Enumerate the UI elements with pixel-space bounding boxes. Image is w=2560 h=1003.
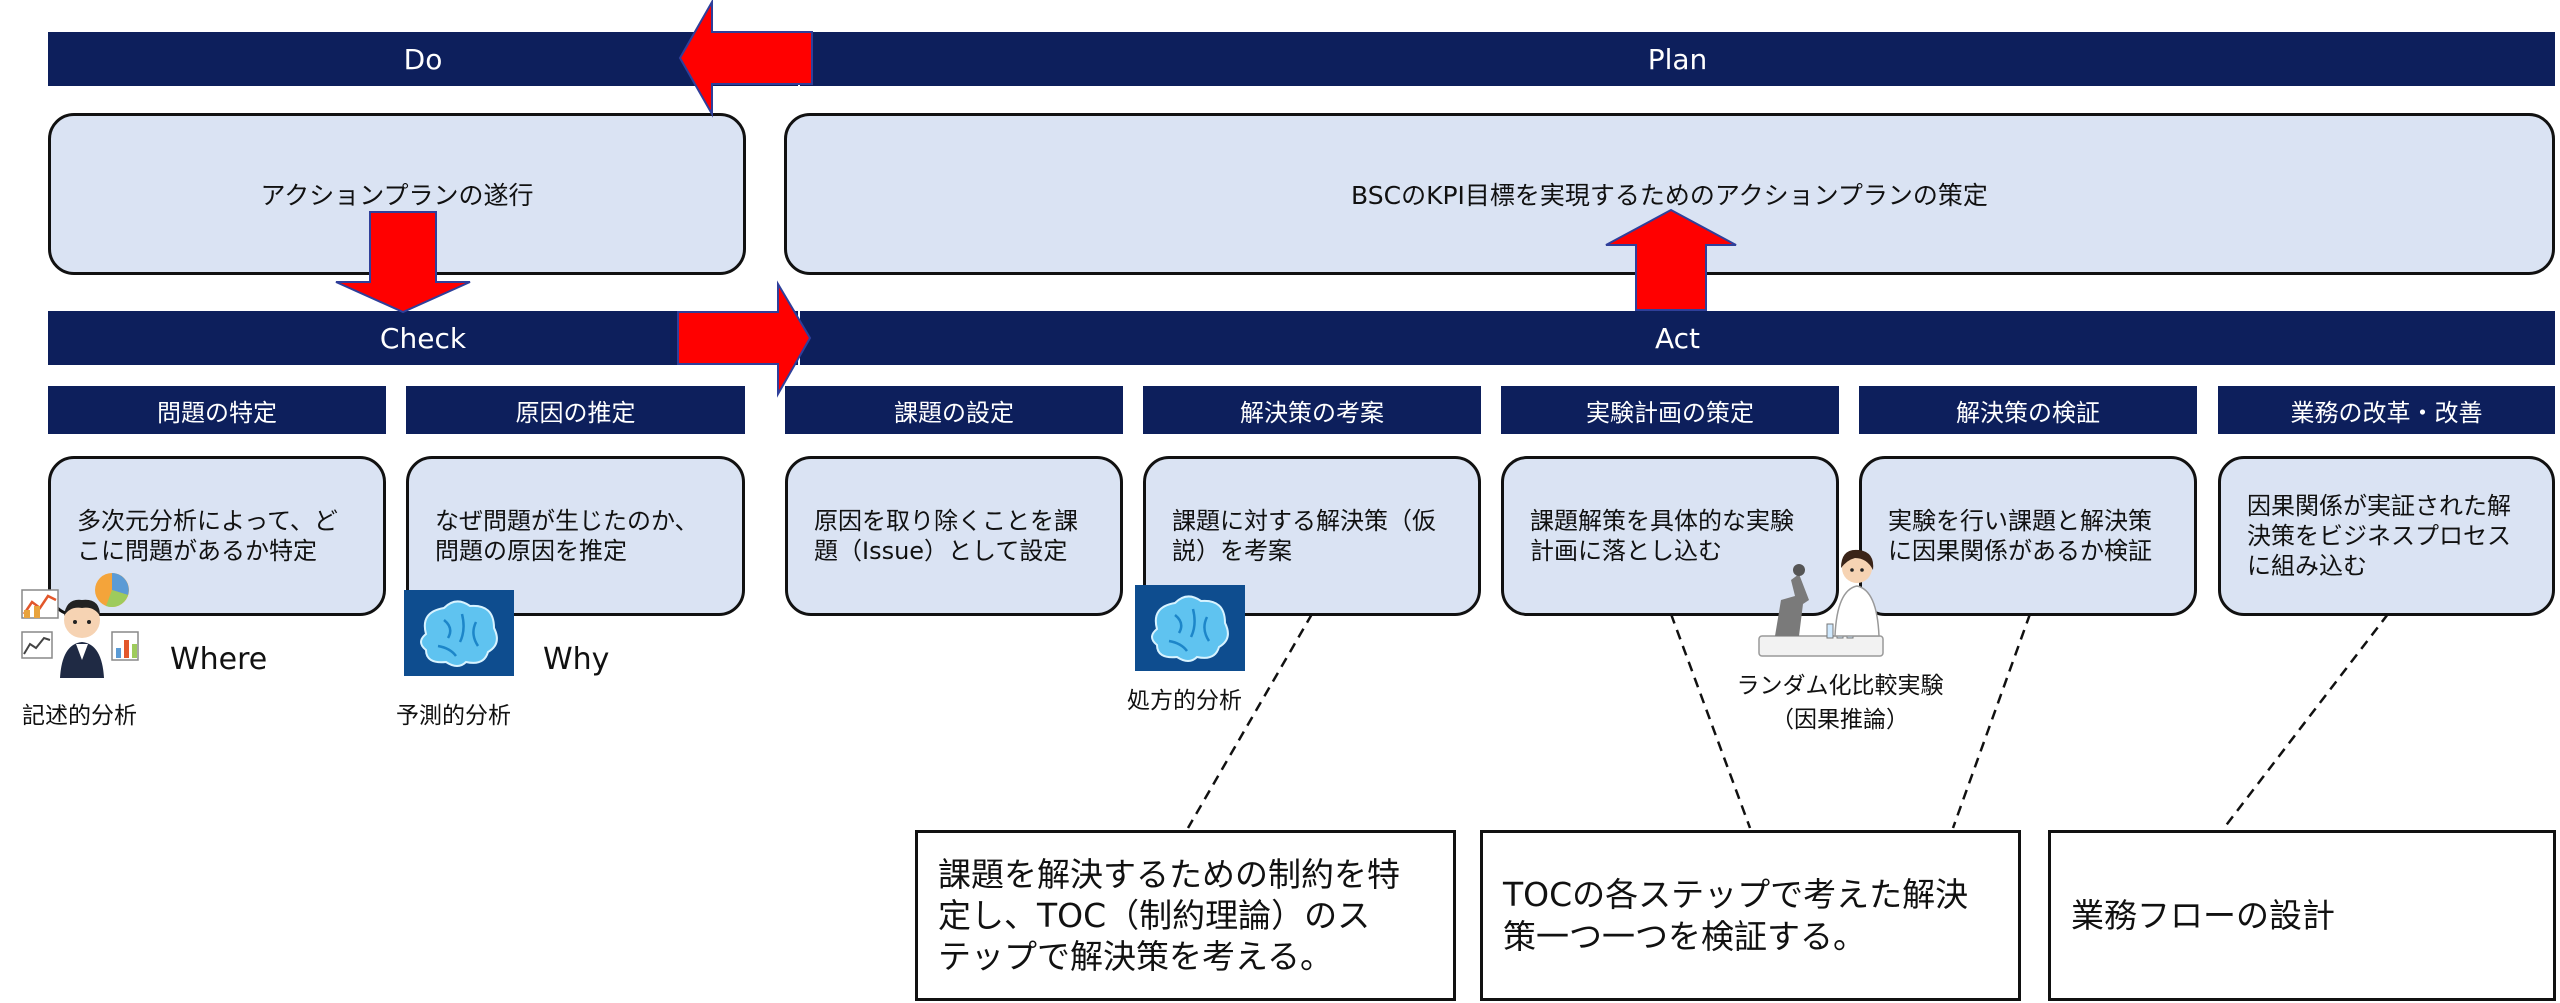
- rct-label: ランダム化比較実験 （因果推論）: [1736, 673, 1944, 733]
- brain-icon: [404, 590, 514, 676]
- plan-label: Plan: [1647, 42, 1708, 76]
- act-bar: Act: [800, 311, 2555, 365]
- callout-toc: 課題を解決するための制約を特 定し、TOC（制約理論）のス テップで解決策を考え…: [915, 830, 1456, 1001]
- connector-line: [1669, 613, 1752, 829]
- step-title: 実験計画の策定: [1586, 398, 1754, 427]
- callout-text: TOCの各ステップで考えた解決 策一つ一つを検証する。: [1503, 875, 1969, 956]
- where-label: Where: [170, 642, 268, 677]
- step-title: 課題の設定: [894, 398, 1014, 427]
- step-box-1: 多次元分析によって、ど こに問題があるか特定: [48, 456, 386, 616]
- step-desc: 実験を行い課題と解決策 に因果関係があるか検証: [1888, 507, 2152, 565]
- step-box-3: 原因を取り除くことを課 題（Issue）として設定: [785, 456, 1123, 616]
- arrow-do-to-check: [335, 211, 471, 314]
- step-box-6: 実験を行い課題と解決策 に因果関係があるか検証: [1859, 456, 2197, 616]
- step-header-6: 解決策の検証: [1859, 386, 2197, 434]
- step-box-2: なぜ問題が生じたのか、 問題の原因を推定: [406, 456, 745, 616]
- step-title: 解決策の考案: [1240, 398, 1384, 427]
- check-label: Check: [379, 321, 467, 355]
- step-desc: 多次元分析によって、ど こに問題があるか特定: [77, 507, 338, 565]
- step-title: 業務の改革・改善: [2290, 398, 2483, 427]
- step-desc: 因果関係が実証された解 決策をビジネスプロセス に組み込む: [2247, 492, 2511, 580]
- step-box-5: 課題解策を具体的な実験 計画に落とし込む: [1501, 456, 1839, 616]
- step-header-1: 問題の特定: [48, 386, 386, 434]
- descriptive-analysis-label: 記述的分析: [22, 703, 137, 729]
- step-title: 原因の推定: [515, 398, 636, 427]
- step-header-4: 解決策の考案: [1143, 386, 1481, 434]
- act-label: Act: [1654, 321, 1701, 355]
- plan-box-text: BSCのKPI目標を実現するためのアクションプランの策定: [1351, 181, 1988, 210]
- connector-line: [1951, 613, 2032, 829]
- scientist-microscope-icon: [1758, 549, 1884, 657]
- callout-text: 課題を解決するための制約を特 定し、TOC（制約理論）のス テップで解決策を考え…: [938, 854, 1400, 977]
- step-header-2: 原因の推定: [406, 386, 745, 434]
- do-bar: Do: [48, 32, 798, 86]
- step-header-3: 課題の設定: [785, 386, 1123, 434]
- brain-icon: [1135, 585, 1245, 671]
- callout-text: 業務フローの設計: [2071, 895, 2335, 935]
- arrow-act-to-plan: [1605, 208, 1737, 311]
- do-box-text: アクションプランの遂行: [260, 181, 534, 210]
- do-label: Do: [403, 42, 443, 76]
- callout-workflow: 業務フローの設計: [2048, 830, 2556, 1001]
- step-header-7: 業務の改革・改善: [2218, 386, 2555, 434]
- step-title: 問題の特定: [157, 398, 277, 427]
- arrow-check-to-act: [677, 280, 812, 398]
- step-title: 解決策の検証: [1956, 398, 2100, 427]
- callout-verify: TOCの各ステップで考えた解決 策一つ一つを検証する。: [1480, 830, 2021, 1001]
- why-label: Why: [543, 642, 610, 677]
- connector-line: [2223, 613, 2389, 829]
- do-box: アクションプランの遂行: [48, 113, 746, 275]
- analyst-person-icon: [21, 573, 139, 678]
- arrow-plan-to-do: [678, 0, 813, 118]
- predictive-analysis-label: 予測的分析: [396, 703, 511, 729]
- step-desc: 原因を取り除くことを課 題（Issue）として設定: [814, 507, 1078, 565]
- step-header-5: 実験計画の策定: [1501, 386, 1839, 434]
- step-desc: 課題解策を具体的な実験 計画に落とし込む: [1530, 507, 1794, 565]
- check-bar: Check: [48, 311, 798, 365]
- step-box-7: 因果関係が実証された解 決策をビジネスプロセス に組み込む: [2218, 456, 2555, 616]
- prescriptive-analysis-label: 処方的分析: [1127, 688, 1242, 714]
- step-desc: 課題に対する解決策（仮 説）を考案: [1172, 507, 1436, 565]
- connector-line: [1186, 613, 1314, 829]
- step-desc: なぜ問題が生じたのか、 問題の原因を推定: [435, 507, 699, 565]
- plan-bar: Plan: [800, 32, 2555, 86]
